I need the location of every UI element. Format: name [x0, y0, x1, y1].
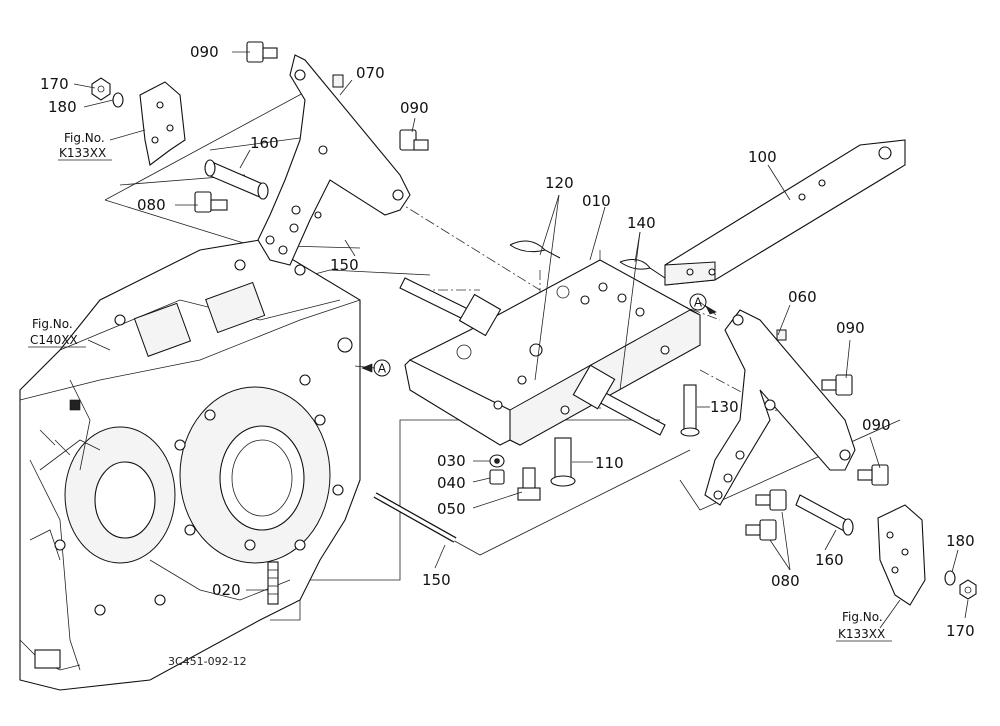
callout-070: 070 [356, 64, 385, 82]
callout-180: 180 [946, 532, 975, 550]
figure-reference-lower-right: Fig.No. K133XX [836, 610, 892, 642]
callout-150: 150 [422, 571, 451, 589]
pin-130 [680, 384, 700, 437]
bracket-060 [704, 309, 856, 506]
figure-reference-left: Fig.No. C140XX [28, 317, 86, 348]
callout-030: 030 [437, 452, 466, 470]
callout-060: 060 [788, 288, 817, 306]
plate-upper-left [139, 81, 186, 166]
figure-reference-upper: Fig.No. K133XX [58, 131, 112, 161]
callout-020: 020 [212, 581, 241, 599]
callout-080: 080 [137, 196, 166, 214]
bolt-090-upper [246, 41, 278, 63]
bracket-070 [257, 54, 411, 266]
callout-010: 010 [582, 192, 611, 210]
base-plate-010 [404, 259, 701, 446]
svg-text:Fig.No.: Fig.No. [64, 131, 105, 145]
pin-110 [550, 437, 576, 487]
callout-130: 130 [710, 398, 739, 416]
callout-090: 090 [862, 416, 891, 434]
callout-090: 090 [836, 319, 865, 337]
svg-text:K133XX: K133XX [838, 627, 885, 641]
callout-120: 120 [545, 174, 574, 192]
washer-180-upper [112, 92, 124, 108]
stud-150-upper [314, 211, 403, 264]
collar-160-upper [204, 159, 269, 200]
diagram-code: 3C451-092-12 [168, 655, 247, 668]
callout-140: 140 [627, 214, 656, 232]
transmission-case [19, 239, 361, 691]
svg-text:A: A [378, 362, 387, 376]
shaft-left [399, 277, 502, 337]
svg-text:A: A [694, 296, 703, 310]
callout-170: 170 [40, 75, 69, 93]
callout-180: 180 [48, 98, 77, 116]
stud-150-lower [373, 492, 457, 543]
svg-text:K133XX: K133XX [59, 146, 106, 160]
callout-110: 110 [595, 454, 624, 472]
callout-050: 050 [437, 500, 466, 518]
callout-100: 100 [748, 148, 777, 166]
callout-labels: 090 070 170 180 090 160 080 100 120 010 … [40, 43, 975, 640]
svg-text:Fig.No.: Fig.No. [842, 610, 883, 624]
collar-160-right [795, 494, 854, 536]
plate-lower-right [877, 504, 926, 606]
svg-text:Fig.No.: Fig.No. [32, 317, 73, 331]
stud-020 [267, 561, 279, 605]
bolt-090-right-lower [857, 464, 889, 486]
drawbar-100 [664, 139, 906, 286]
section-marker-a-left: A [361, 359, 391, 377]
section-marker-a-right: A [689, 293, 717, 315]
callout-170: 170 [946, 622, 975, 640]
callout-160: 160 [250, 134, 279, 152]
nut-170-lower [959, 579, 977, 600]
callout-090: 090 [400, 99, 429, 117]
callout-150: 150 [330, 256, 359, 274]
callout-080: 080 [771, 572, 800, 590]
callout-090: 090 [190, 43, 219, 61]
bolt-090-mid [399, 129, 429, 151]
callout-040: 040 [437, 474, 466, 492]
bolt-080-right-a [755, 489, 787, 511]
bolt-050 [517, 467, 541, 501]
callout-160: 160 [815, 551, 844, 569]
bolt-080-right-b [745, 519, 777, 541]
washer-180-lower [944, 570, 956, 586]
bolt-080-upper [194, 191, 228, 213]
svg-text:C140XX: C140XX [30, 333, 78, 347]
nut-170-upper [91, 77, 111, 101]
washer-030 [489, 454, 505, 468]
nut-040 [489, 469, 505, 485]
shaft-right [572, 364, 666, 436]
bolt-090-right-upper [821, 374, 853, 396]
